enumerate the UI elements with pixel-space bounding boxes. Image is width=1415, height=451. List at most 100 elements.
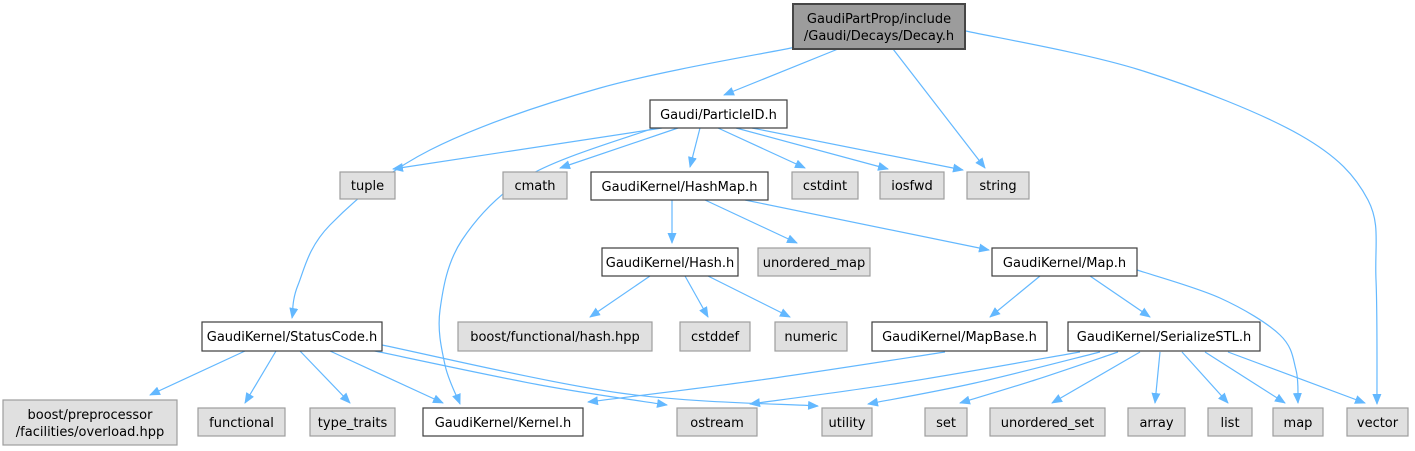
node-box-decay xyxy=(792,3,966,50)
node-box-particleid[interactable] xyxy=(649,99,788,129)
edge-mapbase-to-kernel xyxy=(587,351,946,406)
edge-statuscode-to-overload xyxy=(149,350,246,396)
node-box-map xyxy=(1272,407,1324,437)
edge-particleid-to-string xyxy=(751,127,964,173)
node-label-iosfwd: iosfwd xyxy=(891,179,933,194)
node-particleid[interactable]: Gaudi/ParticleID.h xyxy=(649,99,788,129)
node-array: array xyxy=(1127,407,1186,437)
node-kernel[interactable]: GaudiKernel/Kernel.h xyxy=(422,407,584,437)
node-box-serializestl[interactable] xyxy=(1067,321,1261,352)
node-label-boosthash: boost/functional/hash.hpp xyxy=(470,330,640,345)
node-functional: functional xyxy=(197,407,286,437)
node-label-decay-line1: GaudiPartProp/include xyxy=(807,12,951,27)
node-map: map xyxy=(1272,407,1324,437)
edge-map_h-to-serializestl xyxy=(1089,275,1151,318)
node-label-overload-line2: /facilities/overload.hpp xyxy=(16,425,164,440)
edge-hash-to-cstddef xyxy=(684,275,709,318)
node-label-serializestl: GaudiKernel/SerializeSTL.h xyxy=(1077,330,1251,345)
node-label-kernel: GaudiKernel/Kernel.h xyxy=(435,416,572,431)
node-serializestl[interactable]: GaudiKernel/SerializeSTL.h xyxy=(1067,321,1261,352)
node-label-list: list xyxy=(1220,416,1239,431)
edge-statuscode-to-utility xyxy=(381,344,819,410)
edge-particleid-to-cmath xyxy=(559,127,679,170)
node-overload: boost/preprocessor/facilities/overload.h… xyxy=(2,399,178,446)
node-ostream: ostream xyxy=(676,407,758,437)
edge-particleid-to-hashmap xyxy=(688,127,701,168)
node-map_h[interactable]: GaudiKernel/Map.h xyxy=(991,247,1138,277)
node-vector: vector xyxy=(1346,407,1409,437)
edge-particleid-to-tuple xyxy=(392,127,663,172)
node-box-cstddef xyxy=(679,321,751,352)
node-label-hash: GaudiKernel/Hash.h xyxy=(606,256,735,271)
edge-serializestl-to-unordered_set xyxy=(1051,351,1141,404)
edge-serializestl-to-array xyxy=(1151,351,1161,404)
node-label-vector: vector xyxy=(1357,416,1399,431)
node-statuscode[interactable]: GaudiKernel/StatusCode.h xyxy=(201,321,383,352)
nodes-layer: GaudiPartProp/include/Gaudi/Decays/Decay… xyxy=(2,3,1409,446)
node-unordered_set: unordered_set xyxy=(989,407,1106,437)
node-label-array: array xyxy=(1139,416,1173,431)
edge-hash-to-numeric xyxy=(707,275,791,318)
node-box-mapbase[interactable] xyxy=(871,321,1048,352)
node-label-map_h: GaudiKernel/Map.h xyxy=(1003,256,1126,271)
node-box-statuscode[interactable] xyxy=(201,321,383,352)
node-box-utility xyxy=(821,407,873,437)
node-label-string: string xyxy=(979,179,1016,194)
edge-statuscode-to-kernel xyxy=(329,350,444,404)
edge-statuscode-to-functional xyxy=(244,350,277,404)
node-label-map: map xyxy=(1284,416,1313,431)
edge-decay-to-statuscode xyxy=(289,46,797,319)
node-label-decay-line2: /Gaudi/Decays/Decay.h xyxy=(804,29,954,44)
node-unordered_map: unordered_map xyxy=(757,247,871,277)
node-box-functional xyxy=(197,407,286,437)
node-label-particleid: Gaudi/ParticleID.h xyxy=(660,108,777,123)
edge-decay-to-vector xyxy=(965,30,1382,405)
edge-serializestl-to-ostream xyxy=(749,351,1081,408)
node-mapbase[interactable]: GaudiKernel/MapBase.h xyxy=(871,321,1048,352)
edge-serializestl-to-utility xyxy=(867,351,1101,407)
node-list: list xyxy=(1207,407,1253,437)
node-box-hash[interactable] xyxy=(601,247,739,277)
node-type_traits: type_traits xyxy=(309,407,396,437)
node-box-map_h[interactable] xyxy=(991,247,1138,277)
node-label-ostream: ostream xyxy=(690,416,744,431)
node-box-cstdint xyxy=(791,171,859,200)
node-box-ostream xyxy=(676,407,758,437)
node-boosthash: boost/functional/hash.hpp xyxy=(457,321,653,352)
node-cstddef: cstddef xyxy=(679,321,751,352)
node-label-utility: utility xyxy=(829,416,866,431)
node-box-unordered_map xyxy=(757,247,871,277)
node-tuple: tuple xyxy=(339,171,396,200)
edge-statuscode-to-ostream xyxy=(369,349,668,408)
node-set: set xyxy=(924,407,968,437)
edge-hash-to-boosthash xyxy=(589,275,651,318)
edge-serializestl-to-set xyxy=(959,351,1119,405)
node-hashmap[interactable]: GaudiKernel/HashMap.h xyxy=(590,171,769,201)
node-box-iosfwd xyxy=(879,171,945,200)
node-numeric: numeric xyxy=(774,321,848,352)
node-label-type_traits: type_traits xyxy=(318,416,388,431)
node-box-tuple xyxy=(339,171,396,200)
edge-particleid-to-cstdint xyxy=(717,127,806,169)
node-cstdint: cstdint xyxy=(791,171,859,200)
node-box-hashmap[interactable] xyxy=(590,171,769,201)
node-utility: utility xyxy=(821,407,873,437)
node-label-mapbase: GaudiKernel/MapBase.h xyxy=(882,330,1037,345)
edge-hashmap-to-map_h xyxy=(744,199,990,253)
edge-serializestl-to-list xyxy=(1181,351,1229,404)
node-box-numeric xyxy=(774,321,848,352)
node-label-cstddef: cstddef xyxy=(691,330,740,345)
node-label-hashmap: GaudiKernel/HashMap.h xyxy=(602,180,758,195)
node-box-vector xyxy=(1346,407,1409,437)
node-box-overload xyxy=(2,399,178,446)
node-box-list xyxy=(1207,407,1253,437)
node-string: string xyxy=(966,171,1030,200)
node-box-kernel[interactable] xyxy=(422,407,584,437)
node-decay: GaudiPartProp/include/Gaudi/Decays/Decay… xyxy=(792,3,966,50)
node-label-statuscode: GaudiKernel/StatusCode.h xyxy=(207,330,377,345)
node-iosfwd: iosfwd xyxy=(879,171,945,200)
node-box-type_traits xyxy=(309,407,396,437)
node-hash[interactable]: GaudiKernel/Hash.h xyxy=(601,247,739,277)
